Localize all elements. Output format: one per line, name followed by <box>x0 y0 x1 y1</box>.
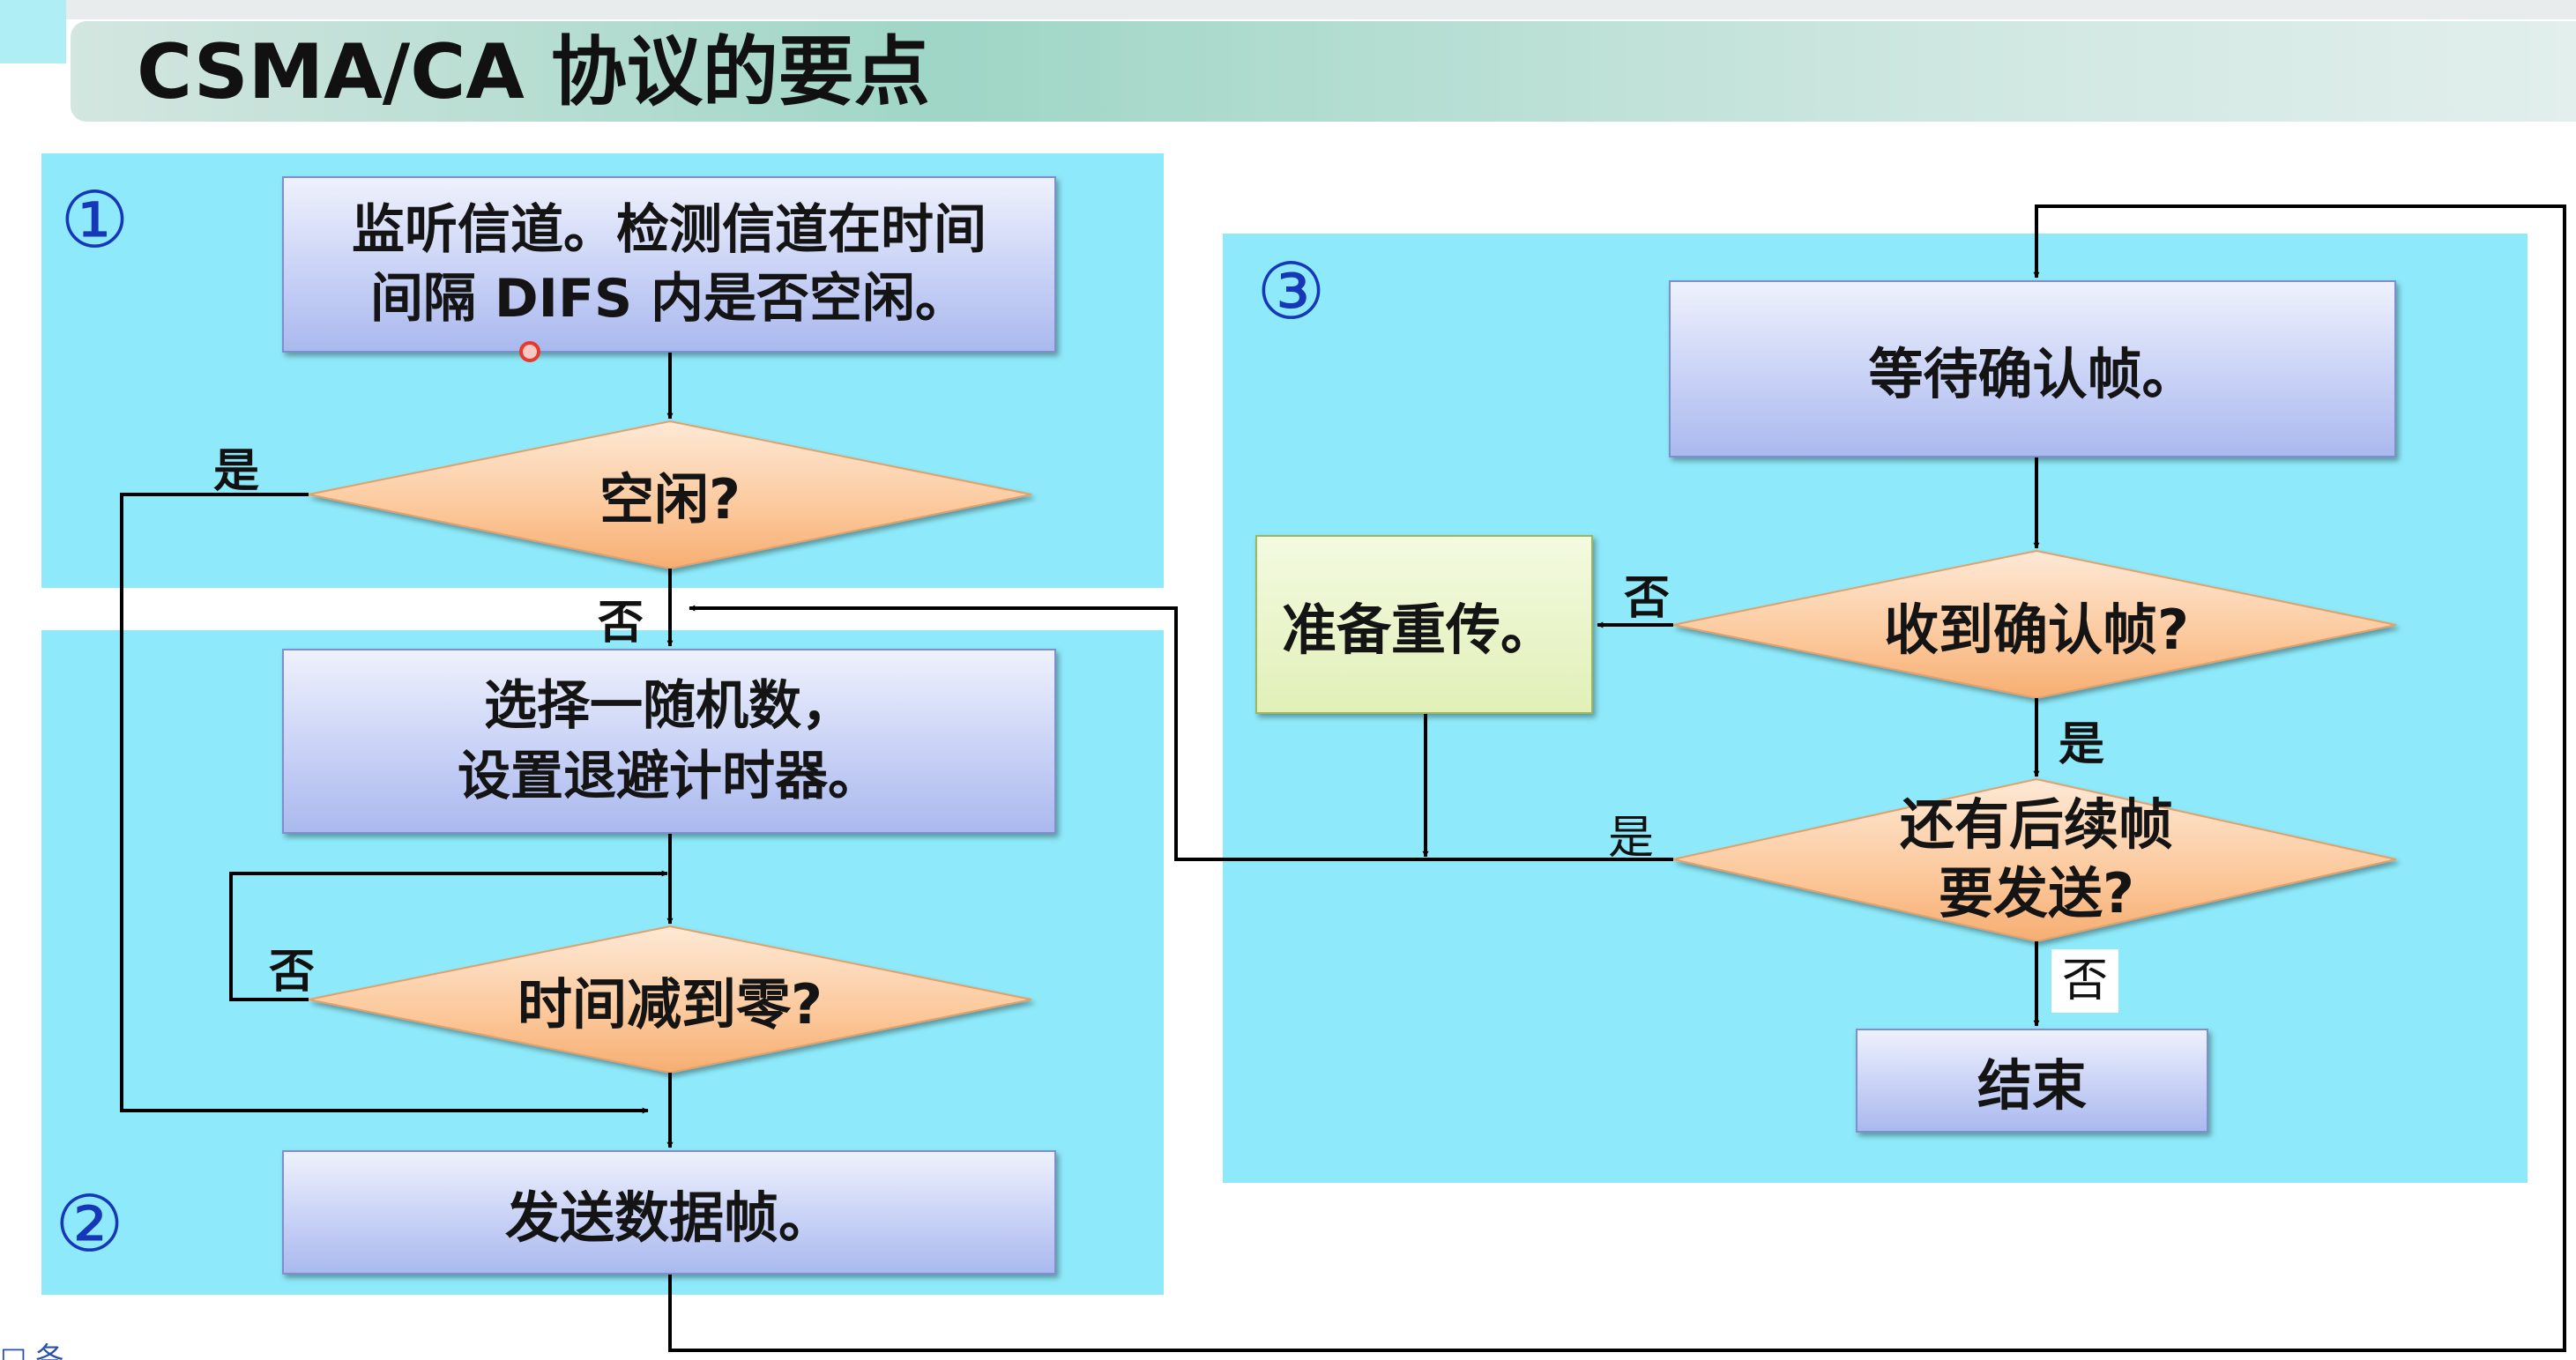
cursor-pointer-dot <box>519 341 540 362</box>
slide-title: CSMA/CA 协议的要点 <box>137 28 930 116</box>
decision-time-zero <box>308 925 1032 1074</box>
decision-ack-label: 收到确认帧? <box>1884 598 2189 662</box>
process-prepare-retransmit: 准备重传。 <box>1255 535 1593 714</box>
edge-label-ack-no: 否 <box>1624 572 1671 625</box>
process-send-frame: 发送数据帧。 <box>282 1150 1056 1275</box>
process-end: 结束 <box>1856 1029 2208 1133</box>
edge-label-more-no: 否 <box>2051 949 2119 1013</box>
section-2-number: ② <box>55 1178 124 1269</box>
arrow-idle-yes-to-send <box>120 493 649 1114</box>
arrow-send-to-wait-ack <box>668 204 2566 1352</box>
title-bar <box>71 21 2576 122</box>
corner-tab <box>0 0 66 63</box>
edge-label-ack-yes: 是 <box>2059 718 2105 771</box>
decision-idle-label: 空闲? <box>599 467 741 531</box>
edge-label-more-yes: 是 <box>1608 812 1655 865</box>
edge-label-zero-no: 否 <box>269 946 316 999</box>
decision-time-zero-label: 时间减到零? <box>517 972 823 1037</box>
decision-ack <box>1672 549 2397 700</box>
edge-label-idle-no: 否 <box>598 597 644 650</box>
decision-more-frames <box>1672 777 2397 943</box>
process-listen-channel: 监听信道。检测信道在时间 间隔 DIFS 内是否空闲。 <box>282 176 1056 353</box>
section-3-number: ③ <box>1256 246 1326 337</box>
arrow-zero-no-loop <box>229 870 668 1001</box>
edge-label-idle-yes: 是 <box>213 445 260 498</box>
process-random-backoff: 选择一随机数， 设置退避计时器。 <box>282 649 1056 834</box>
window-top-strip <box>0 0 2576 19</box>
process-wait-ack: 等待确认帧。 <box>1669 280 2396 457</box>
section-1-number: ① <box>60 175 130 265</box>
arrow-more-yes-back <box>689 605 1673 861</box>
footer-caption: □ 各 <box>0 1343 64 1360</box>
decision-idle <box>308 420 1032 570</box>
decision-more-frames-label: 还有后续帧 要发送? <box>1899 792 2173 925</box>
